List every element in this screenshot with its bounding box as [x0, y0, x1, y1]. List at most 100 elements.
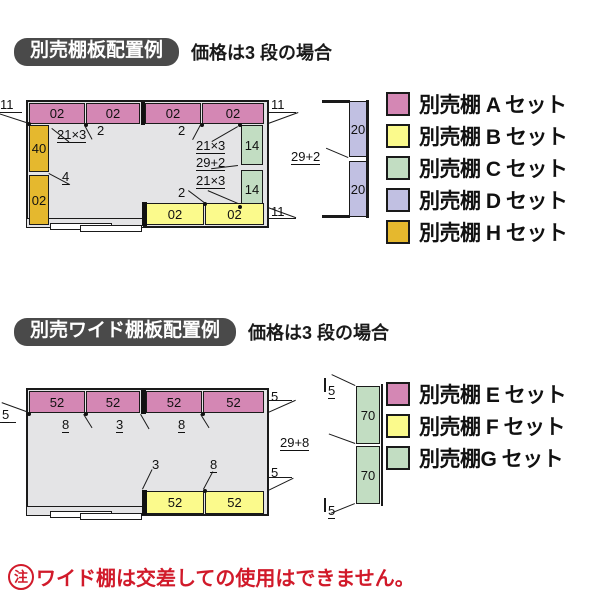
wide-shelf-top-2: 52	[86, 391, 140, 413]
plan-wide-shelf-layout: 52 52 52 52 52 52 5 8 3 8 5 3 8 5	[0, 370, 300, 540]
wide-plan-door-panel-2	[80, 513, 142, 520]
leader-11-top-left-h	[0, 112, 22, 114]
shelf-left-1: 40	[29, 125, 49, 172]
wide-leader-5-topright-h	[268, 400, 292, 402]
joint-dot-3	[200, 123, 204, 127]
wide-dim-8-2: 8	[178, 417, 186, 433]
wide-shelf-top-1: 52	[29, 391, 85, 413]
shelf-top-1: 02	[29, 103, 85, 124]
wide-plan-divider-bottom	[142, 490, 147, 515]
legend-item-h: 別売棚 H セット	[386, 216, 568, 248]
wide-dim-3-2: 3	[152, 457, 160, 472]
legend-label-f: 別売棚 F セット	[419, 416, 566, 439]
shelf-left-2: 02	[29, 175, 49, 225]
wide-dim-5-botright: 5	[271, 465, 279, 480]
g-dim-5-bottom: 5	[328, 503, 336, 519]
wide-dim-5-left: 5	[2, 407, 10, 423]
wide-joint-dot-1	[27, 412, 31, 416]
joint-dot-1	[27, 122, 31, 126]
wide-dim-8-1: 8	[62, 417, 70, 433]
wide-joint-dot-2	[84, 412, 88, 416]
legend-item-f: 別売棚 F セット	[386, 410, 566, 442]
legend-section-1: 別売棚 A セット 別売棚 B セット 別売棚 C セット 別売棚 D セット …	[386, 88, 568, 248]
g-elev-panel-2: 70	[356, 446, 380, 504]
elev-panel-2: 20	[349, 161, 367, 217]
wide-shelf-bottom-1: 52	[146, 491, 204, 514]
elev-wall-right	[366, 100, 369, 218]
legend-swatch-f	[386, 414, 410, 438]
legend-swatch-d	[386, 188, 410, 212]
legend-item-e: 別売棚 E セット	[386, 378, 567, 410]
legend-item-d: 別売棚 D セット	[386, 184, 568, 216]
legend-item-g: 別売棚G セット	[386, 442, 566, 474]
wide-joint-dot-4	[203, 489, 207, 493]
g-elev-tick-bottom	[324, 498, 326, 512]
section-2-title: 別売ワイド棚板配置例	[14, 318, 237, 346]
dim-11-top-right: 11	[271, 97, 285, 112]
dim-4: 4	[62, 169, 70, 185]
wide-shelf-bottom-2: 52	[205, 491, 264, 514]
shelf-bottom-2: 02	[205, 203, 264, 225]
legend-label-a: 別売棚 A セット	[419, 94, 567, 117]
joint-dot-4	[238, 123, 242, 127]
wide-leader-5-botright-h	[268, 477, 292, 479]
section-2-header: 別売ワイド棚板配置例 価格は3 段の場合	[14, 318, 389, 346]
legend-swatch-a	[386, 92, 410, 116]
dim-2-bottom: 2	[178, 185, 186, 200]
joint-dot-5	[238, 205, 242, 209]
section-1-header: 別売棚板配置例 価格は3 段の場合	[14, 38, 332, 66]
legend-label-e: 別売棚 E セット	[419, 384, 567, 407]
legend-label-g: 別売棚G セット	[419, 448, 564, 471]
legend-swatch-c	[386, 156, 410, 180]
g-elev-wall-right	[381, 384, 383, 506]
legend-section-2: 別売棚 E セット 別売棚 F セット 別売棚G セット	[386, 378, 567, 474]
elevation-g-set: 70 70 5 29+8 5	[280, 370, 390, 540]
section-2-subtitle: 価格は3 段の場合	[248, 322, 390, 343]
plan-divider-bottom	[142, 202, 147, 226]
joint-dot-2	[84, 123, 88, 127]
shelf-top-3: 02	[145, 103, 201, 124]
leader-11-bottom-right-h	[268, 218, 296, 220]
leader-11-top-right-h	[268, 112, 296, 114]
dim-21x3-right: 21×3	[196, 138, 226, 154]
elev-wall-top	[322, 100, 350, 103]
legend-label-d: 別売棚 D セット	[419, 190, 568, 213]
g-elev-tick-top	[324, 378, 326, 392]
warning-note: 注 ワイド棚は交差しての使用はできません。	[8, 562, 415, 591]
legend-label-c: 別売棚 C セット	[419, 158, 568, 181]
legend-item-a: 別売棚 A セット	[386, 88, 567, 120]
plan-door-panel-2	[80, 225, 142, 232]
dim-11-bottom-right: 11	[271, 204, 285, 219]
legend-label-b: 別売棚 B セット	[419, 126, 568, 149]
legend-swatch-b	[386, 124, 410, 148]
wide-shelf-top-3: 52	[146, 391, 202, 413]
wide-dim-5-topright: 5	[271, 389, 279, 404]
legend-item-c: 別売棚 C セット	[386, 152, 568, 184]
note-mark-icon: 注	[8, 563, 34, 590]
dim-2-left: 2	[97, 123, 105, 138]
wide-joint-dot-3	[201, 412, 205, 416]
shelf-right-1: 14	[241, 125, 263, 165]
dim-elev-29p2: 29+2	[291, 149, 321, 165]
g-elev-panel-1: 70	[356, 386, 380, 444]
note-text: ワイド棚は交差しての使用はできません。	[36, 568, 415, 590]
dim-21x3-bottom: 21×3	[196, 173, 226, 189]
wide-dim-8-3: 8	[210, 457, 218, 473]
wide-plan-divider-top	[141, 390, 146, 414]
dim-2-right: 2	[178, 123, 186, 138]
dim-11-top-left: 11	[0, 97, 14, 112]
elevation-d-set: 20 20 29+2	[290, 90, 390, 250]
wide-shelf-top-4: 52	[203, 391, 264, 413]
legend-swatch-g	[386, 446, 410, 470]
shelf-top-4: 02	[202, 103, 264, 124]
legend-item-b: 別売棚 B セット	[386, 120, 568, 152]
legend-label-h: 別売棚 H セット	[419, 222, 568, 245]
dim-21x3-left: 21×3	[57, 127, 87, 143]
section-1-subtitle: 価格は3 段の場合	[191, 42, 333, 63]
g-dim-5-top: 5	[328, 383, 336, 399]
leader-elev-29p2	[325, 147, 349, 158]
joint-dot-6	[203, 202, 207, 206]
shelf-bottom-1: 02	[146, 203, 204, 225]
wide-dim-3-1: 3	[116, 417, 124, 433]
